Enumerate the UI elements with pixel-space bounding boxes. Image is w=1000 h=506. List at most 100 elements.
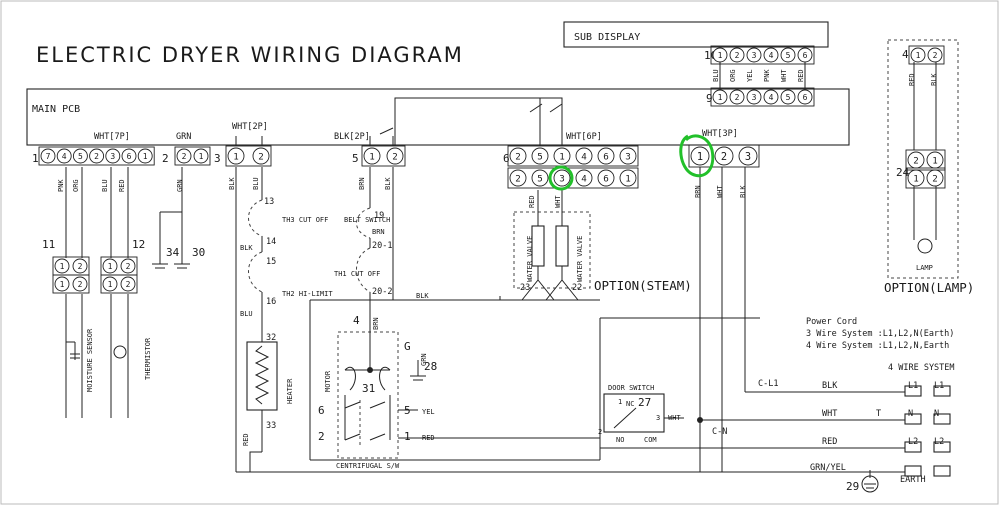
motor-label: MOTOR	[324, 370, 332, 392]
c24-row2-housing	[905, 167, 946, 189]
c4-no: 4	[902, 48, 909, 61]
c1-pin-circle	[137, 148, 153, 164]
thermistor-pin-circle	[120, 258, 136, 274]
c7-pin-label: 2	[721, 151, 727, 163]
c2-housing	[174, 146, 211, 166]
earth-no: 29	[846, 480, 859, 493]
c1-pin-label: 3	[110, 152, 115, 161]
c7-pin-circle	[738, 146, 758, 166]
c24-row2-pin-circle	[926, 169, 944, 187]
c24-row1-pin-label: 1	[932, 155, 938, 166]
th2-label: TH2 HI-LIMIT	[282, 290, 333, 298]
c6-row1-pin-circle	[509, 147, 527, 165]
c1-pin-label: 5	[78, 152, 83, 161]
c6-row1-pin-label: 5	[537, 151, 543, 162]
c6-row2-pin-label: 2	[515, 173, 521, 184]
wire-label-pnk: PNK	[57, 179, 65, 192]
moisture-sensor-label: MOISTURE SENSOR	[86, 328, 94, 392]
c9-pin-circle	[763, 89, 779, 105]
c24-row1-pin-label: 2	[913, 155, 919, 166]
c2-name: GRN	[176, 132, 191, 142]
th2-b: 16	[266, 297, 276, 307]
moisture-b-pin-label: 2	[78, 280, 83, 289]
c3-pin-label: 1	[233, 151, 239, 162]
c6-row2-pin-label: 1	[625, 173, 631, 184]
earth-label: EARTH	[900, 475, 926, 485]
c24-row2-pin-label: 1	[913, 173, 919, 184]
c10-pin-circle	[780, 47, 796, 63]
c5-name: BLK[2P]	[334, 132, 370, 142]
wire-label-lamp-blk: BLK	[930, 73, 938, 86]
door-switch-wire: WHT	[668, 414, 681, 422]
belt-switch-no: 19	[374, 211, 384, 221]
belt-switch-label: BELT SWITCH	[344, 216, 390, 224]
centrifugal-switch-label: CENTRIFUGAL S/W	[336, 462, 400, 470]
line-cl1: C-L1	[758, 379, 778, 389]
c6-row2-pin-circle	[509, 169, 527, 187]
wire-label-c6-red: RED	[528, 195, 536, 208]
wire-label-sub-pnk: PNK	[763, 69, 771, 82]
power-cord-line1: 3 Wire System :L1,L2,N(Earth)	[806, 329, 954, 339]
door-switch-nc: NC	[626, 400, 634, 408]
c24-row2-pin-circle	[907, 169, 925, 187]
wire-label-sub-wht: WHT	[780, 69, 788, 82]
c10-pin-circle	[729, 47, 745, 63]
heater-a: 32	[266, 333, 276, 343]
ground-30: 30	[192, 246, 205, 259]
c9-housing	[710, 87, 815, 107]
door-switch-p2: 2	[598, 428, 602, 436]
power-cord-terminal-b: L1	[934, 381, 944, 391]
c1-no: 1	[32, 152, 39, 165]
c1-pin-label: 2	[94, 152, 99, 161]
highlight-c6-pin3	[548, 165, 574, 191]
door-switch-id: 27	[638, 396, 651, 409]
wire-label-blu: BLU	[101, 179, 109, 192]
main-pcb-label: MAIN PCB	[32, 104, 80, 115]
motor-pin2: 2	[318, 430, 325, 443]
c2-pin-circle	[193, 148, 209, 164]
c7-pin-label: 3	[745, 151, 751, 163]
c2-no: 2	[162, 152, 169, 165]
c3-no: 3	[214, 152, 221, 165]
c5-pin-circle	[386, 147, 404, 165]
th3-a: 13	[264, 197, 274, 207]
thermistor-b-pin-circle	[102, 276, 118, 292]
power-cord-wire: RED	[822, 437, 837, 447]
wire-label-c7-blk: BLK	[739, 185, 747, 198]
c24-row2-pin-label: 2	[932, 173, 938, 184]
door-switch-p1: 1	[618, 398, 622, 406]
thermistor-housing	[100, 256, 138, 276]
wire-label-c3-blu: BLU	[252, 177, 260, 190]
c6-row1-pin-circle	[597, 147, 615, 165]
c6-row2-pin-circle	[597, 169, 615, 187]
power-cord-title: Power Cord	[806, 317, 857, 327]
c1-pin-label: 4	[62, 152, 67, 161]
c6-row2-pin-circle	[553, 169, 571, 187]
c4-pin-circle	[927, 47, 943, 63]
c1-pin-circle	[72, 148, 88, 164]
c6-row1-pin-circle	[531, 147, 549, 165]
valve-b-no: 22	[572, 283, 582, 293]
c10-pin-label: 4	[769, 51, 774, 60]
c7-housing	[688, 144, 760, 168]
wire-label-red: RED	[118, 179, 126, 192]
c7-pin-circle	[690, 146, 710, 166]
moisture-housing	[52, 256, 90, 276]
wire-label-c7-brn: BRN	[694, 185, 702, 198]
wire-labels: PNK ORG BLU RED GRN BLK BLU BRN BLK RED …	[57, 69, 938, 208]
wire-label-sub-yel: YEL	[746, 69, 754, 82]
motor-no31: 31	[362, 382, 375, 395]
c1-pin-label: 7	[46, 152, 51, 161]
c6-row1-pin-label: 6	[603, 151, 609, 162]
c10-pin-label: 3	[752, 51, 757, 60]
c6-row1-housing	[507, 145, 639, 167]
belt-switch-wire: BRN	[372, 228, 385, 236]
c7-name: WHT[3P]	[702, 129, 738, 139]
